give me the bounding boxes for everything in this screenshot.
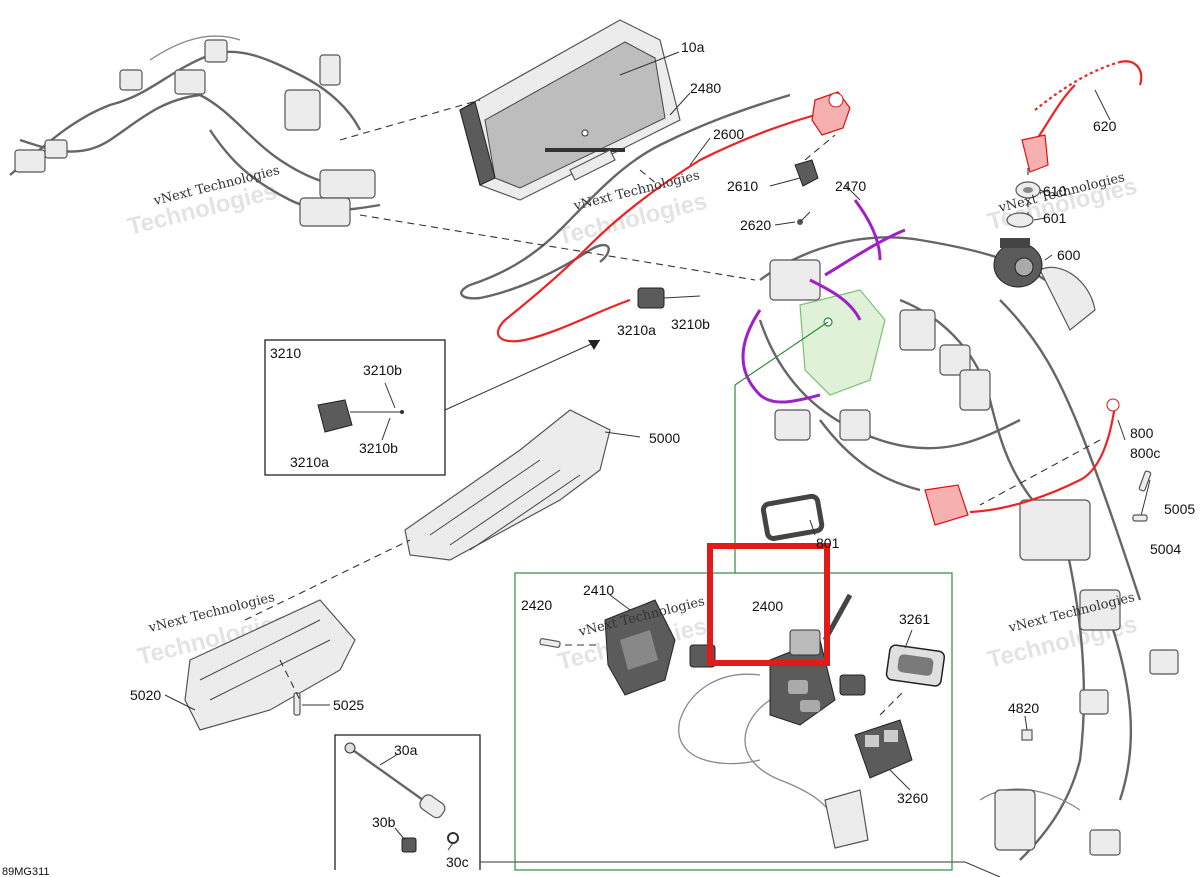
instrument-cluster[interactable] — [459, 19, 681, 201]
label-3210b-box-2: 3210b — [359, 440, 398, 456]
module-green[interactable] — [799, 289, 886, 396]
label-5025: 5025 — [333, 697, 364, 713]
connector-3210a[interactable] — [317, 399, 353, 433]
label-2400: 2400 — [752, 598, 783, 614]
label-4820: 4820 — [1008, 700, 1039, 716]
tether-cord-620[interactable] — [1021, 60, 1143, 173]
label-800c: 800c — [1130, 445, 1160, 461]
label-2600: 2600 — [713, 126, 744, 142]
wiring-2470 — [741, 199, 906, 404]
label-800: 800 — [1130, 425, 1154, 441]
label-600: 600 — [1057, 247, 1081, 263]
label-5000: 5000 — [649, 430, 680, 446]
label-10a: 10a — [681, 39, 705, 55]
wiring-2600 — [497, 91, 851, 343]
label-2470: 2470 — [835, 178, 866, 194]
connector-3210-installed[interactable] — [637, 287, 701, 309]
label-610: 610 — [1043, 183, 1067, 199]
cover-5020[interactable] — [184, 599, 356, 731]
seal-801[interactable] — [760, 493, 825, 541]
detail-box-30 — [334, 734, 481, 870]
detail-box-3210 — [264, 339, 446, 476]
bolt-30b[interactable] — [401, 837, 417, 853]
label-601: 601 — [1043, 210, 1067, 226]
label-2420: 2420 — [521, 597, 552, 613]
handlebar-switch-2410[interactable] — [604, 599, 676, 696]
wiring-harness-top-left — [9, 35, 381, 227]
diagram-code: 89MG311 — [2, 866, 50, 877]
label-2410: 2410 — [583, 582, 614, 598]
bracket-5000[interactable] — [404, 409, 611, 561]
screw-2420[interactable] — [539, 638, 561, 648]
label-30c: 30c — [446, 854, 469, 870]
dashed-guides — [244, 99, 1101, 716]
label-3261: 3261 — [899, 611, 930, 627]
button-cap-3261[interactable] — [885, 644, 946, 687]
nut-610[interactable] — [1015, 181, 1041, 199]
label-801: 801 — [816, 535, 840, 551]
connector-2610[interactable] — [794, 159, 819, 187]
label-3210a-top: 3210a — [617, 322, 656, 338]
label-30b: 30b — [372, 814, 396, 830]
screw-5025[interactable] — [293, 692, 301, 716]
label-3210b-top: 3210b — [671, 316, 710, 332]
label-620: 620 — [1093, 118, 1117, 134]
cover-box — [824, 789, 869, 849]
label-3260: 3260 — [897, 790, 928, 806]
switch-3260[interactable] — [854, 719, 913, 779]
fastener-5005[interactable] — [1132, 479, 1151, 522]
highlight-box-2400 — [707, 543, 830, 666]
watermark-background: Technologies Technologies Technologies T… — [125, 173, 1140, 676]
label-2480: 2480 — [690, 80, 721, 96]
label-5004: 5004 — [1150, 541, 1181, 557]
label-2620: 2620 — [740, 217, 771, 233]
group-box-2400 — [514, 321, 953, 871]
label-3210b-box-1: 3210b — [363, 362, 402, 378]
label-3210a-box: 3210a — [290, 454, 329, 470]
nut-4820[interactable] — [1021, 729, 1033, 741]
battery-cable-800[interactable] — [924, 398, 1120, 526]
part-labels: 10a 2480 2600 2610 2620 2470 620 610 601… — [2, 39, 1195, 877]
fastener-5004[interactable] — [1138, 470, 1152, 492]
tie-rod-30a[interactable] — [418, 793, 448, 820]
label-2610: 2610 — [727, 178, 758, 194]
washer-601[interactable] — [1006, 212, 1034, 228]
ignition-switch-600[interactable] — [993, 238, 1043, 288]
label-5020: 5020 — [130, 687, 161, 703]
label-30a: 30a — [394, 742, 418, 758]
label-5005: 5005 — [1164, 501, 1195, 517]
washer-30c[interactable] — [447, 832, 459, 844]
label-leaders — [164, 51, 1126, 851]
label-3210: 3210 — [270, 345, 301, 361]
